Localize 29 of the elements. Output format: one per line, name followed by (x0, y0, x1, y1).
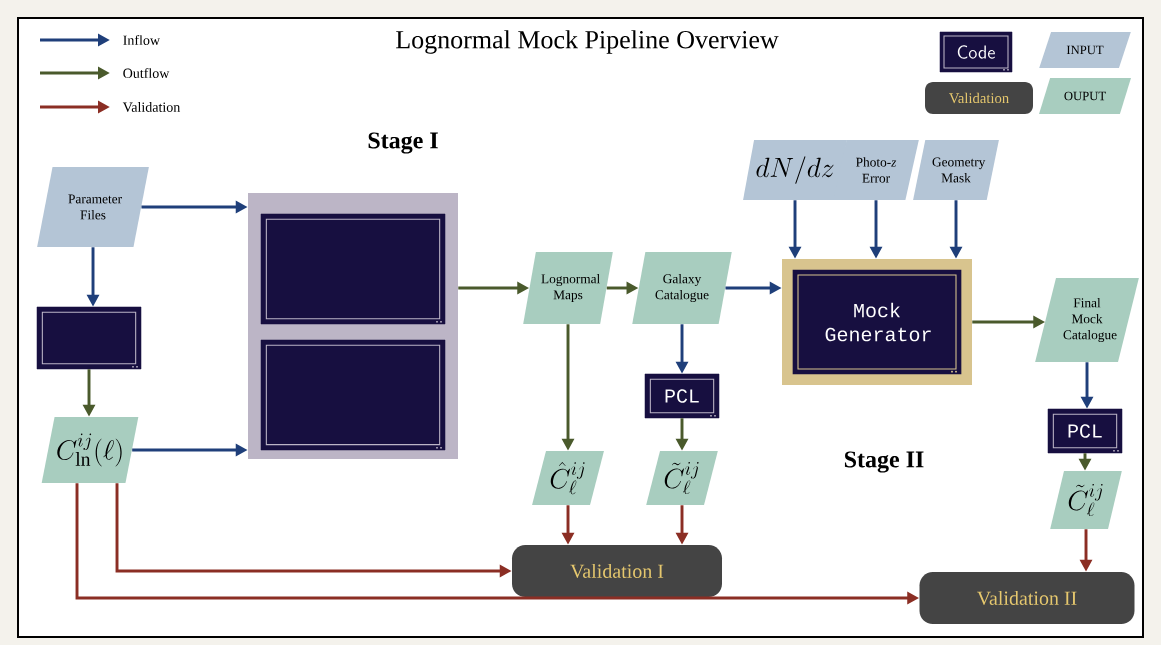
legend-label: Inflow (123, 35, 160, 45)
legend-label: Validation (122, 102, 181, 112)
output-parallelogram: $\hat{C}^{ij}_{\ell}$ (532, 451, 604, 505)
output-parallelogram: Final Mock Catalogue (1035, 278, 1139, 362)
code-box (36, 306, 142, 370)
stage-label: Stage II (844, 451, 924, 473)
legend-key: Code (939, 31, 1013, 73)
stage-label: Stage I (368, 132, 438, 154)
validation-box: Validation I (512, 545, 722, 597)
output-parallelogram: $\tilde{C}^{ij}_{\ell}$ (646, 451, 718, 505)
code-box (260, 339, 446, 451)
output-parallelogram: Galaxy Catalogue (632, 252, 732, 324)
node-label: Photo-z Error (856, 157, 897, 183)
validation-box: Validation II (919, 572, 1135, 624)
code-box: PCL (644, 373, 720, 419)
legend-label: Outflow (123, 68, 170, 78)
input-parallelogram: Photo-z Error (833, 140, 919, 200)
code-box: PCL (1047, 408, 1123, 454)
legend-key: Validation (925, 82, 1033, 114)
code-box (260, 213, 446, 325)
title: Lognormal Mock Pipeline Overview (396, 30, 779, 54)
output-parallelogram: $C^{ij}_{\ln}(\ell)$ (41, 417, 139, 483)
output-parallelogram: Lognormal Maps (523, 252, 613, 324)
generator-box: Mock Generator (782, 259, 972, 385)
legend-key: INPUT (1039, 32, 1131, 68)
input-parallelogram: Parameter Files (37, 167, 149, 247)
legend-key: OUPUT (1039, 78, 1131, 114)
input-parallelogram: Geometry Mask (913, 140, 999, 200)
output-parallelogram: $\tilde{C}^{ij}_{\ell}$ (1050, 471, 1122, 529)
